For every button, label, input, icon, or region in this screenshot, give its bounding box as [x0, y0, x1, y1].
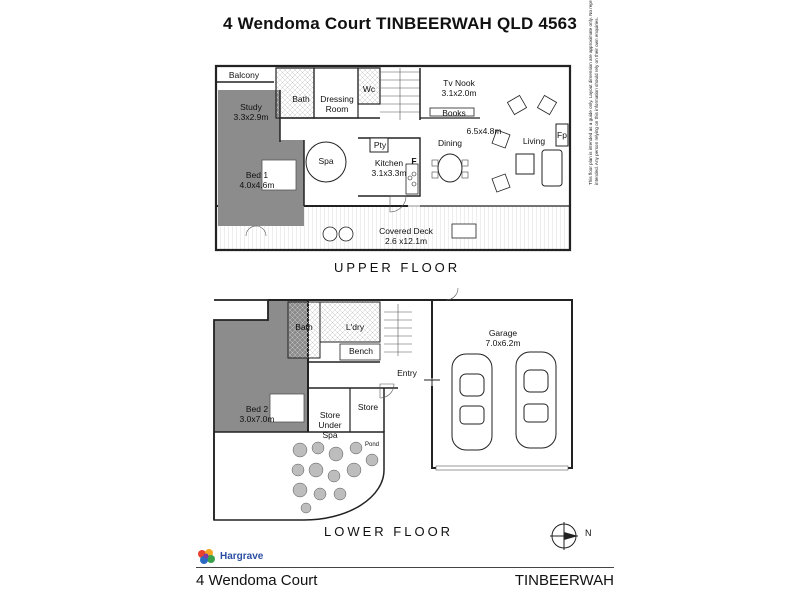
room-label-store: Store — [357, 402, 379, 412]
page-title: 4 Wendoma Court TINBEERWAH QLD 4563 — [223, 14, 577, 33]
disclaimer-text: This floor plan is intended as a guide o… — [588, 0, 599, 185]
room-label-wc: Wc — [362, 84, 376, 94]
footer-address: 4 Wendoma Court — [196, 572, 318, 589]
room-label-spa: Spa — [318, 156, 334, 166]
room-label-covered-deck: Covered Deck 2.6 x12.1m — [376, 226, 436, 246]
room-label-bed2: Bed 2 3.0x7.0m — [232, 404, 282, 424]
garage-cars — [451, 351, 557, 451]
room-label-garage: Garage 7.0x6.2m — [478, 328, 528, 348]
footer-divider — [196, 567, 614, 568]
garage-name: Garage — [488, 328, 518, 338]
tv-nook-name: Tv Nook — [443, 78, 475, 88]
living-dimensions: 6.5x4.8m — [466, 126, 502, 136]
room-label-pantry: Pty — [373, 140, 387, 150]
footer-suburb: TINBEERWAH — [514, 572, 614, 589]
room-label-upper-bath: Bath — [292, 94, 310, 104]
bed2-name: Bed 2 — [245, 404, 269, 414]
room-label-kitchen: Kitchen 3.1x3.3m — [366, 158, 412, 178]
room-label-laundry: L'dry — [345, 322, 365, 332]
room-label-entry: Entry — [397, 368, 417, 378]
kitchen-name: Kitchen — [374, 158, 404, 168]
room-label-bench: Bench — [348, 346, 374, 356]
lower-floor-plan — [213, 287, 573, 521]
upper-exterior-walls — [214, 64, 572, 252]
upper-floor-plan — [214, 64, 572, 252]
room-label-study: Study 3.3x2.9m — [226, 102, 276, 122]
upper-floor-label: UPPER FLOOR — [334, 260, 461, 275]
study-name: Study — [240, 102, 262, 112]
room-label-lower-bath: Bath — [295, 322, 313, 332]
bed1-dimensions: 4.0x4.6m — [239, 180, 275, 190]
room-label-fireplace: Fp — [557, 130, 567, 140]
room-label-fridge: F — [411, 156, 417, 166]
room-label-balcony: Balcony — [228, 70, 260, 80]
tv-nook-dimensions: 3.1x2.0m — [441, 88, 477, 98]
kitchen-dimensions: 3.1x3.3m — [371, 168, 407, 178]
covered-deck-name: Covered Deck — [379, 226, 433, 236]
bed2-dimensions: 3.0x7.0m — [239, 414, 275, 424]
study-fill — [218, 90, 280, 142]
lower-floor-label: LOWER FLOOR — [324, 524, 454, 539]
garage-dimensions: 7.0x6.2m — [485, 338, 521, 348]
brand-flower-icon — [198, 549, 215, 564]
brand-logo: Hargrave — [196, 548, 263, 564]
brand-name: Hargrave — [220, 550, 264, 562]
room-label-pond: Pond — [364, 442, 379, 448]
covered-deck-dimensions: 2.6 x12.1m — [384, 236, 428, 246]
room-label-bed1: Bed 1 4.0x4.6m — [232, 170, 282, 190]
room-label-store-under-spa: Store Under Spa — [318, 410, 342, 440]
spa-tub — [305, 141, 347, 183]
study-dimensions: 3.3x2.9m — [233, 112, 269, 122]
bed1-name: Bed 1 — [245, 170, 269, 180]
room-label-books: Books — [442, 108, 466, 118]
compass-north-label: N — [585, 528, 592, 538]
room-label-dining: Dining — [437, 138, 463, 148]
lower-exterior-walls — [213, 299, 269, 520]
compass-icon — [550, 522, 578, 550]
room-label-tv-nook: Tv Nook 3.1x2.0m — [434, 78, 484, 98]
room-label-dressing-room: Dressing Room — [320, 94, 354, 114]
room-label-living: Living — [522, 136, 546, 146]
